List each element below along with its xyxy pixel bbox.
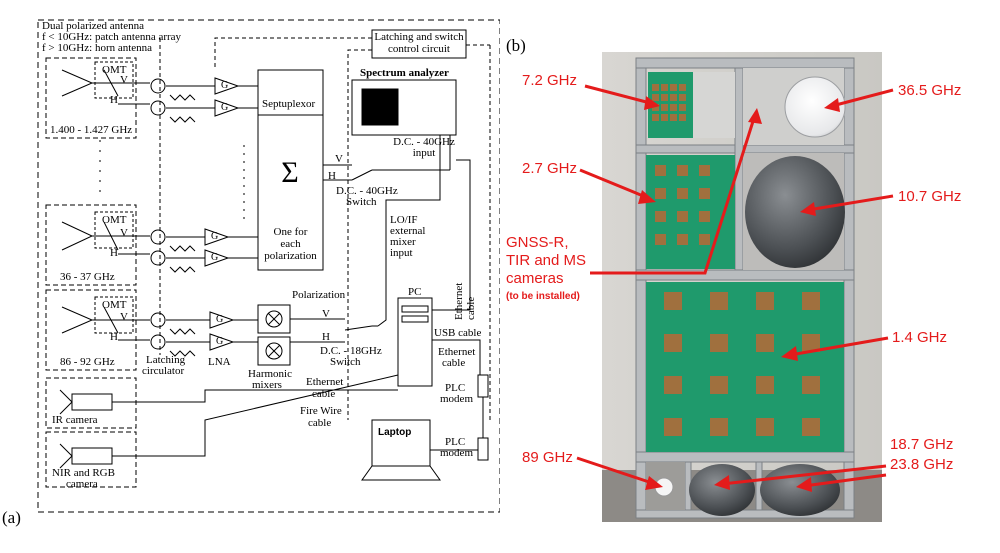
switch-18-line-1: D.C. - 18GHz bbox=[320, 345, 382, 357]
omt-v-2: V bbox=[120, 227, 128, 239]
usb-cable-label: USB cable bbox=[434, 327, 482, 339]
plc-modem-top-2: modem bbox=[440, 393, 473, 405]
latching-circulator-line-2: circulator bbox=[142, 365, 185, 377]
g-2a: G bbox=[211, 231, 219, 242]
omt-label-3: OMT bbox=[102, 299, 127, 311]
antenna-header-line-3: f > 10GHz: horn antenna bbox=[42, 42, 153, 54]
fire-wire-line-2: cable bbox=[308, 417, 332, 429]
septuplexor-label: Septuplexor bbox=[262, 98, 316, 110]
ethernet-cable-left-1: Ethernet bbox=[306, 376, 344, 388]
nir-camera-line-1: NIR and RGB bbox=[52, 467, 115, 479]
label-23-8-ghz: 23.8 GHz bbox=[890, 456, 954, 473]
lo-if-line-2: external bbox=[390, 225, 426, 237]
plc-modem-top-1: PLC bbox=[445, 382, 466, 394]
polarization-label: Polarization bbox=[292, 289, 346, 301]
label-2-7-ghz: 2.7 GHz bbox=[522, 160, 578, 177]
omt-v-3: V bbox=[120, 311, 128, 323]
laptop-label: Laptop bbox=[378, 427, 412, 438]
plc-modem-bottom-1: PLC bbox=[445, 436, 466, 448]
one-for-each-line-2: each bbox=[280, 238, 301, 250]
ethernet-cable-left-2: cable bbox=[312, 388, 336, 400]
omt-label-2: OMT bbox=[102, 214, 127, 226]
label-89-ghz: 89 GHz bbox=[522, 449, 573, 466]
fire-wire-line-1: Fire Wire bbox=[300, 405, 342, 417]
lo-if-line-1: LO/IF bbox=[390, 214, 418, 226]
band-3-label: 86 - 92 GHz bbox=[60, 356, 115, 368]
block-diagram: Σ bbox=[37, 19, 500, 513]
lo-if-line-3: mixer bbox=[390, 236, 416, 248]
label-gnss-line-1: GNSS-R, bbox=[506, 234, 569, 251]
harmonic-mixers-line-1: Harmonic bbox=[248, 368, 292, 380]
lo-if-line-4: input bbox=[390, 247, 413, 259]
sa-input-line-1: D.C. - 40GHz bbox=[393, 136, 455, 148]
g-1a: G bbox=[221, 80, 229, 91]
switch-40-line-1: D.C. - 40GHz bbox=[336, 185, 398, 197]
plc-modem-bottom-2: modem bbox=[440, 447, 473, 459]
ethernet-cable-right-1: Ethernet bbox=[438, 346, 476, 358]
pc-label: PC bbox=[408, 286, 422, 298]
omt-h-2: H bbox=[110, 247, 118, 259]
switch-18-line-2: Switch bbox=[330, 356, 361, 368]
latching-ctrl-line-2: control circuit bbox=[387, 43, 450, 55]
label-gnss-line-3: cameras bbox=[506, 270, 564, 287]
lna-label: LNA bbox=[208, 356, 231, 368]
sigma-symbol: Σ bbox=[281, 156, 298, 189]
ir-camera-label: IR camera bbox=[52, 414, 98, 426]
band-1-label: 1.400 - 1.427 GHz bbox=[50, 124, 133, 136]
panel-a-label: (a) bbox=[2, 508, 21, 527]
latching-circulator-line-1: Latching bbox=[146, 354, 186, 366]
omt-v-1: V bbox=[120, 74, 128, 86]
harmonic-mixers-line-2: mixers bbox=[252, 379, 282, 391]
sa-input-line-2: input bbox=[412, 147, 436, 159]
omt-h-3: H bbox=[110, 331, 118, 343]
label-to-be-installed: (to be installed) bbox=[506, 291, 580, 302]
label-1-4-ghz: 1.4 GHz bbox=[892, 329, 948, 346]
one-for-each-line-1: One for bbox=[273, 226, 308, 238]
v-output-label: V bbox=[335, 153, 343, 165]
omt-h-1: H bbox=[110, 94, 118, 106]
omt-label-1: OMT bbox=[102, 64, 127, 76]
antenna-header-line-2: f < 10GHz: patch antenna array bbox=[42, 31, 182, 43]
label-36-5-ghz: 36.5 GHz bbox=[898, 82, 962, 99]
h-output-label: H bbox=[328, 170, 336, 182]
latching-ctrl-line-1: Latching and switch bbox=[374, 31, 464, 43]
g-3a: G bbox=[216, 314, 224, 325]
v-mixer-label: V bbox=[322, 308, 330, 320]
label-7-2-ghz: 7.2 GHz bbox=[522, 72, 578, 89]
g-2b: G bbox=[211, 252, 219, 263]
switch-40-line-2: Switch bbox=[346, 196, 377, 208]
spectrum-analyzer-label: Spectrum analyzer bbox=[360, 67, 449, 79]
label-gnss-line-2: TIR and MS bbox=[506, 252, 587, 269]
band-2-label: 36 - 37 GHz bbox=[60, 271, 115, 283]
nir-camera-line-2: camera bbox=[66, 478, 98, 490]
panel-b-label: (b) bbox=[506, 36, 526, 55]
h-mixer-label: H bbox=[322, 331, 330, 343]
ethernet-cable-right-2: cable bbox=[442, 357, 466, 369]
patch-7-2-grid bbox=[652, 84, 686, 121]
antenna-header-line-1: Dual polarized antenna bbox=[42, 20, 145, 32]
one-for-each-line-3: polarization bbox=[264, 250, 317, 262]
g-3b: G bbox=[216, 336, 224, 347]
label-10-7-ghz: 10.7 GHz bbox=[898, 188, 962, 205]
g-1b: G bbox=[221, 102, 229, 113]
label-18-7-ghz: 18.7 GHz bbox=[890, 436, 954, 453]
